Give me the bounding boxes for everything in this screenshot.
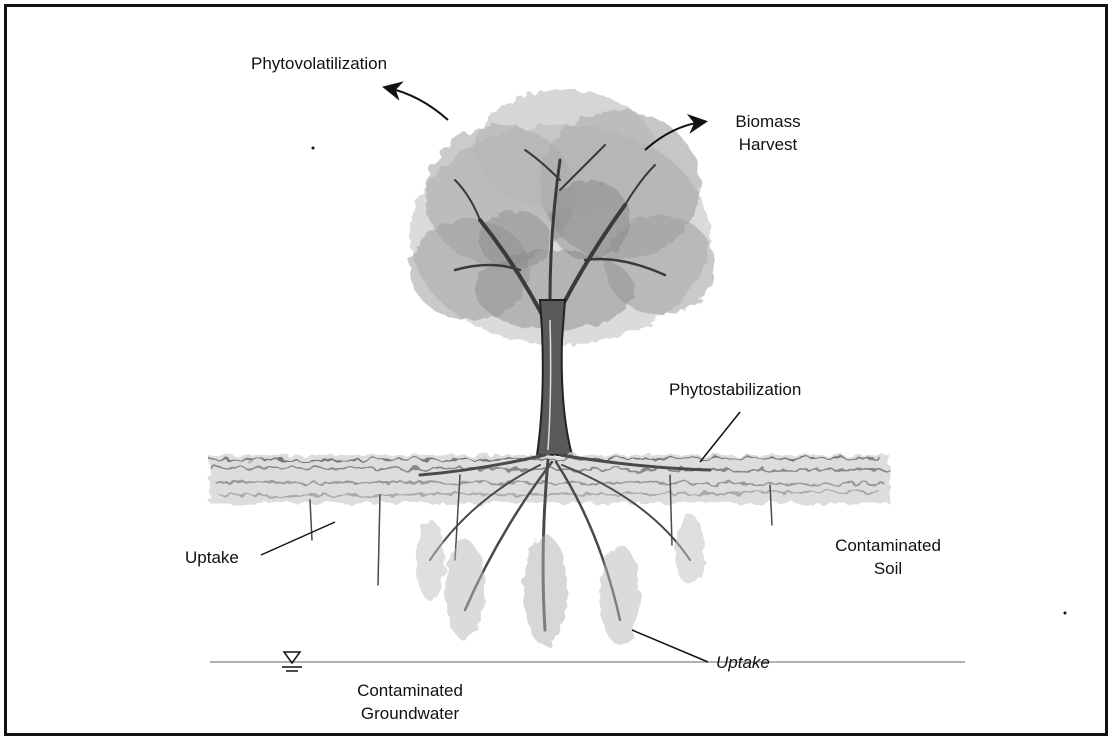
biomass-harvest-label: Biomass Harvest [728, 110, 808, 156]
uptake-left-leader [261, 522, 335, 555]
phytostabilization-label: Phytostabilization [669, 378, 801, 401]
contaminated-soil-line1: Contaminated [808, 534, 968, 557]
soil-layer [210, 455, 890, 503]
speck [1064, 612, 1067, 615]
phytovolatilization-label: Phytovolatilization [251, 52, 387, 75]
contaminated-soil-label: Contaminated Soil [808, 534, 968, 580]
speck [312, 147, 315, 150]
contaminated-soil-line2: Soil [808, 557, 968, 580]
contaminated-groundwater-line2: Groundwater [330, 702, 490, 725]
root-hairs [415, 515, 705, 645]
contaminated-groundwater-label: Contaminated Groundwater [330, 679, 490, 725]
biomass-harvest-line1: Biomass [728, 110, 808, 133]
uptake-right-leader [632, 630, 708, 662]
phytostabilization-leader [700, 412, 740, 462]
uptake-left-label: Uptake [185, 546, 239, 569]
contaminated-groundwater-line1: Contaminated [330, 679, 490, 702]
phytovolatilization-arrow [388, 88, 448, 120]
biomass-harvest-line2: Harvest [728, 133, 808, 156]
uptake-right-label: Uptake [716, 651, 770, 674]
